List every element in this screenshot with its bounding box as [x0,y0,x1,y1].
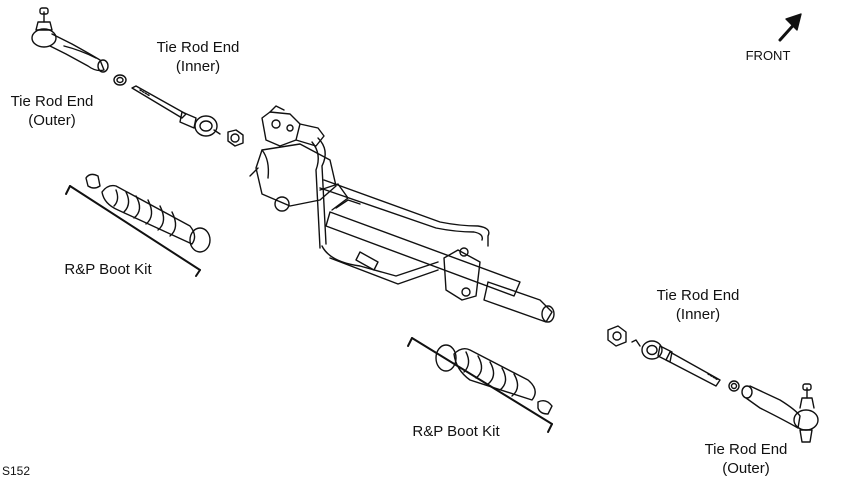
label-line2: (Outer) [28,112,76,129]
label-boot-kit-right: R&P Boot Kit [396,422,516,441]
label-tie-rod-end-inner-right: Tie Rod End (Inner) [648,286,748,324]
label-line2: (Inner) [175,58,221,75]
label-text: R&P Boot Kit [64,261,152,278]
hex-nut-left [227,129,244,147]
label-line1: Tie Rod End [656,287,740,304]
label-line1: Tie Rod End [156,39,240,56]
boot-kit-right [407,337,553,433]
label-line1: Tie Rod End [10,93,94,110]
boot-kit-left [65,173,211,277]
figure-code: S152 [2,462,42,481]
label-tie-rod-end-outer-right: Tie Rod End (Outer) [696,440,796,478]
tie-rod-end-inner-left [131,85,221,137]
label-line1: Tie Rod End [704,441,788,458]
label-text: R&P Boot Kit [412,423,500,440]
tie-rod-end-outer-right [741,383,819,443]
label-tie-rod-end-outer-left: Tie Rod End (Outer) [2,92,102,130]
rack-and-pinion-housing [249,105,555,323]
jam-nut-left [113,74,127,86]
front-arrow-icon [778,13,802,42]
label-line2: (Inner) [675,306,721,323]
label-text: FRONT [745,48,791,63]
label-front: FRONT [740,46,796,65]
label-boot-kit-left: R&P Boot Kit [48,260,168,279]
label-text: S152 [2,464,31,478]
label-line2: (Outer) [722,460,770,477]
jam-nut-right [728,380,740,392]
tie-rod-end-outer-left [31,7,109,73]
label-tie-rod-end-inner-left: Tie Rod End (Inner) [148,38,248,76]
tie-rod-end-inner-right [607,325,721,387]
